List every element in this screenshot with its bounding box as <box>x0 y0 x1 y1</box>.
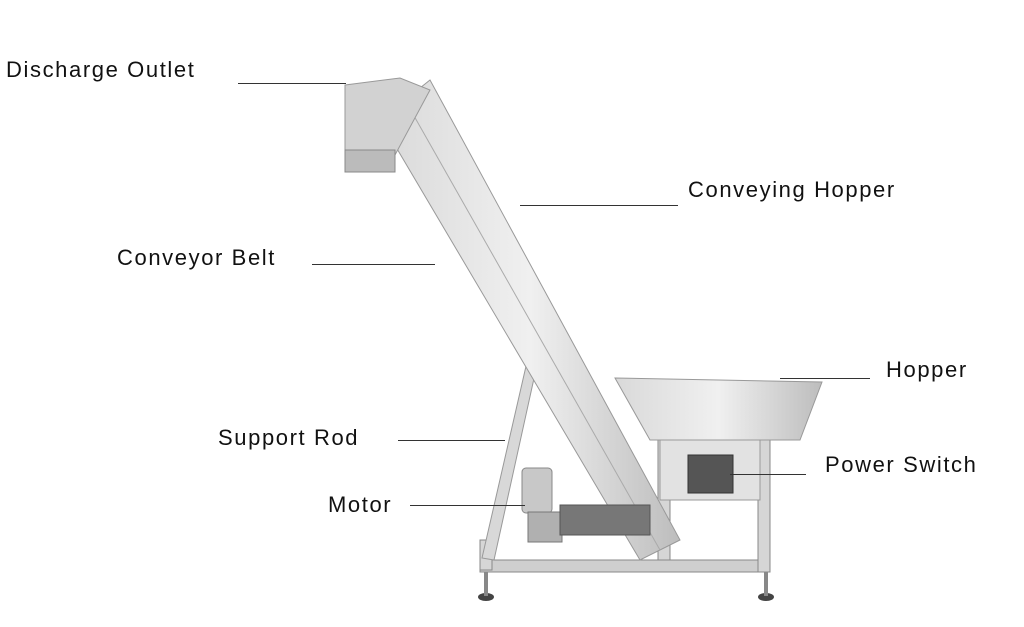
leader-conveyor-belt <box>312 264 435 265</box>
leader-conveying-hopper <box>520 205 678 206</box>
leader-motor <box>410 505 525 506</box>
hopper <box>614 377 823 441</box>
label-hopper: Hopper <box>886 357 968 382</box>
label-conveyor-belt: Conveyor Belt <box>117 245 276 270</box>
leader-power-switch <box>730 474 806 475</box>
label-support-rod: Support Rod <box>218 425 360 450</box>
label-conveying-hopper: Conveying Hopper <box>688 177 896 202</box>
power-switch-box <box>687 454 734 494</box>
leader-hopper <box>780 378 870 379</box>
label-motor: Motor <box>328 492 393 517</box>
label-discharge-outlet: Discharge Outlet <box>6 57 196 82</box>
label-power-switch: Power Switch <box>825 452 978 477</box>
motor <box>521 467 651 543</box>
leader-support-rod <box>398 440 505 441</box>
leader-discharge-outlet <box>238 83 346 84</box>
